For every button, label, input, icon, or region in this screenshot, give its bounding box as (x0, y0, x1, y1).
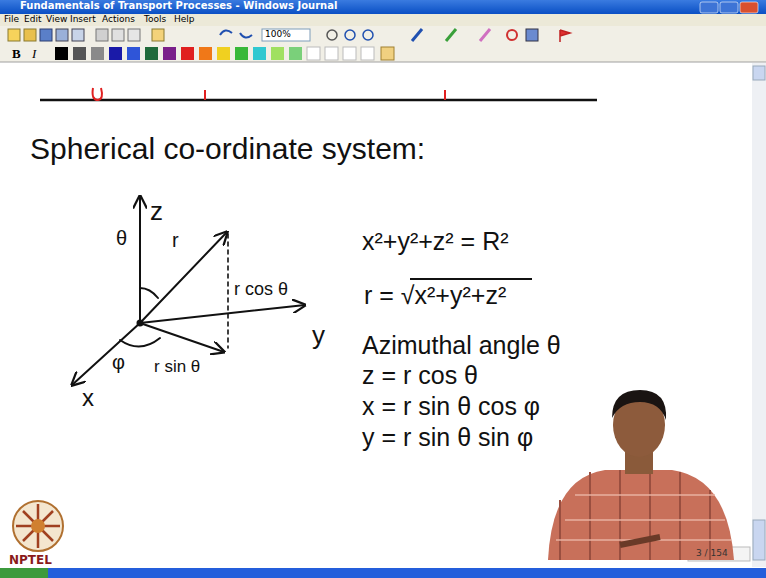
italic-button: I (32, 47, 36, 60)
zoom-level: 100% (265, 30, 291, 39)
axis-label: y (312, 322, 325, 348)
page-counter: 3 / 154 (696, 549, 728, 558)
color-palette (55, 47, 394, 60)
angle-label: φ (112, 352, 125, 372)
menu-item: Tools (144, 15, 166, 24)
menu-item: Edit (24, 15, 41, 24)
axis-label: x (82, 386, 94, 410)
menu-item: Insert (70, 15, 96, 24)
toolbar (0, 26, 766, 44)
equation: x²+y²+z² = R² (362, 229, 509, 254)
pen-toolbar (0, 44, 766, 62)
root-bar (410, 278, 532, 280)
vector-label: r (172, 230, 179, 250)
menu-item: Actions (102, 15, 135, 24)
taskbar (0, 568, 766, 578)
menu-item: File (4, 15, 19, 24)
component-label: r sin θ (154, 358, 200, 375)
minimize-button (700, 2, 718, 13)
scrollbar (752, 63, 766, 567)
close-button (740, 2, 758, 13)
start-button (0, 568, 48, 578)
maximize-button (720, 2, 738, 13)
scroll-thumb (753, 520, 765, 560)
bold-button: B (12, 47, 21, 60)
axis-label: z (150, 198, 163, 224)
equation: Azimuthal angle θ (362, 333, 561, 358)
menu-item: View (46, 15, 67, 24)
nptel-logo (13, 501, 63, 551)
page-heading: Spherical co-ordinate system: (30, 134, 425, 164)
equation: z = r cos θ (362, 363, 478, 388)
page-rule (40, 88, 597, 100)
window-title: Fundamentals of Transport Processes - Wi… (20, 1, 337, 11)
logo-text: NPTEL (9, 554, 52, 566)
title-bar (0, 0, 766, 14)
toolbar-icons (8, 29, 570, 42)
presenter-figure (548, 390, 734, 560)
equation: r = √x²+y²+z² (364, 283, 506, 308)
component-label: r cos θ (234, 280, 288, 298)
equation: y = r sin θ sin φ (362, 425, 533, 450)
toolbar-border (0, 62, 766, 63)
angle-label: θ (116, 228, 127, 248)
menu-bar (0, 14, 766, 26)
equation: x = r sin θ cos φ (362, 394, 540, 419)
coordinate-sketch (72, 196, 305, 385)
scroll-up (753, 66, 765, 80)
menu-item: Help (174, 15, 195, 24)
